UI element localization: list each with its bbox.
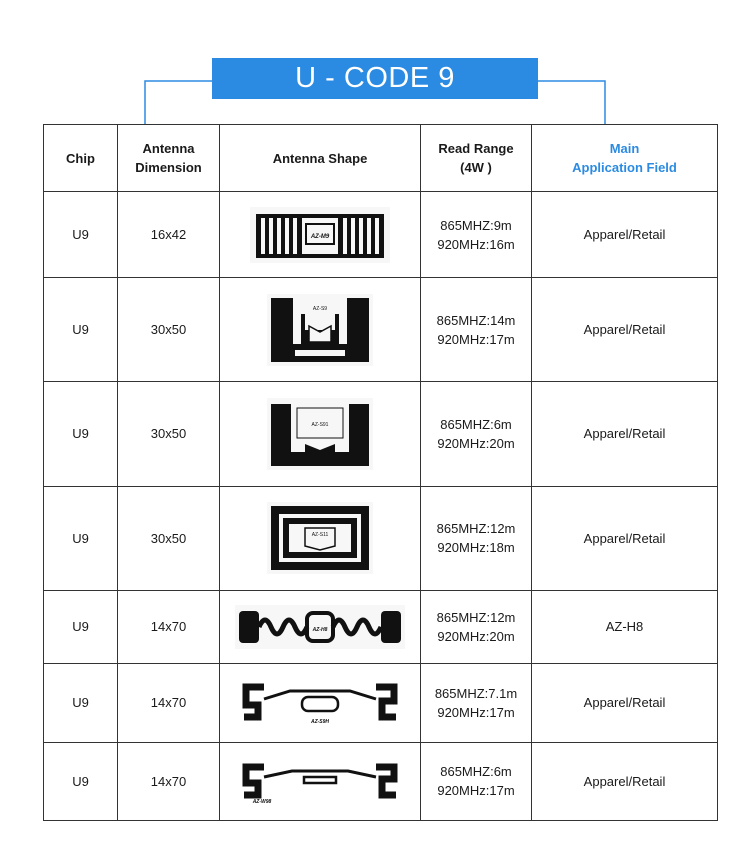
- cell-chip: U9: [43, 381, 118, 487]
- page-title: U - CODE 9: [212, 58, 538, 99]
- table-row: U9 14x70 AZ-H8 865MHZ:12m 920MHz:20m AZ-…: [43, 589, 718, 665]
- cell-shape: AZ-S9: [219, 277, 421, 383]
- cell-dimension: 30x50: [117, 381, 220, 487]
- cell-shape: AZ-S91: [219, 381, 421, 487]
- meander-loop-tag-image: AZ-H8: [235, 604, 405, 649]
- cell-shape: AZ-M9: [219, 190, 421, 279]
- cell-dimension: 14x70: [117, 589, 220, 665]
- range-920: 920MHz:18m: [437, 540, 515, 556]
- tag-label: AZ-W98: [252, 799, 272, 805]
- header-shape: Antenna Shape: [219, 124, 421, 192]
- range-920: 920MHz:17m: [437, 783, 515, 799]
- cell-application: Apparel/Retail: [531, 190, 718, 279]
- range-920: 920MHz:17m: [437, 704, 515, 720]
- frame-loop-tag-image: AZ-S11: [267, 502, 373, 575]
- cell-shape: AZ-W98: [219, 741, 421, 821]
- header-application: Main Application Field: [531, 124, 718, 192]
- cell-application: AZ-H8: [531, 589, 718, 665]
- range-865: 865MHZ:7.1m: [434, 685, 518, 701]
- tag-label: AZ-S91: [312, 422, 329, 428]
- cell-dimension: 16x42: [117, 190, 220, 279]
- range-865: 865MHZ:6m: [440, 416, 512, 432]
- title-connector-lines: [144, 80, 606, 124]
- header-chip: Chip: [43, 124, 118, 192]
- tag-label: AZ-H8: [312, 627, 328, 633]
- cell-chip: U9: [43, 485, 118, 591]
- range-865: 865MHZ:6m: [440, 764, 512, 780]
- range-920: 920MHz:20m: [437, 628, 515, 644]
- cell-dimension: 14x70: [117, 741, 220, 821]
- cell-application: Apparel/Retail: [531, 277, 718, 383]
- cell-application: Apparel/Retail: [531, 741, 718, 821]
- range-920: 920MHz:16m: [437, 236, 515, 252]
- cell-range: 865MHZ:6m 920MHz:17m: [420, 741, 532, 821]
- range-865: 865MHZ:14m: [436, 312, 516, 328]
- s-dipole-tag-image: AZ-W98: [242, 763, 398, 805]
- tag-label: AZ-S9: [313, 306, 327, 312]
- cell-application: Apparel/Retail: [531, 485, 718, 591]
- cell-application: Apparel/Retail: [531, 663, 718, 743]
- range-920: 920MHz:20m: [437, 435, 515, 451]
- cell-range: 865MHZ:9m 920MHz:16m: [420, 190, 532, 279]
- tag-label: AZ-M9: [310, 234, 330, 240]
- cell-chip: U9: [43, 190, 118, 279]
- cell-chip: U9: [43, 741, 118, 821]
- range-920: 920MHz:17m: [437, 331, 515, 347]
- cell-shape: AZ-S11: [219, 485, 421, 591]
- table-row: U9 16x42 AZ-M9: [43, 190, 718, 279]
- cell-range: 865MHZ:6m 920MHz:20m: [420, 381, 532, 487]
- cell-shape: AZ-S9H: [219, 663, 421, 743]
- cell-dimension: 14x70: [117, 663, 220, 743]
- solid-u-tag-image: AZ-S91: [267, 397, 373, 470]
- cell-range: 865MHZ:14m 920MHz:17m: [420, 277, 532, 383]
- s-dipole-tag-image: AZ-S9H: [242, 683, 398, 725]
- table-row: U9 30x50 AZ-S9 865MHZ:14m 920MHz:17m App…: [43, 277, 718, 383]
- spec-table: Chip Antenna Dimension Antenna Shape Rea…: [43, 124, 718, 821]
- table-row: U9 14x70 AZ-S9H 865MHZ:7.1m 920MHz:17m A…: [43, 663, 718, 743]
- table-row: U9 14x70 AZ-W98 865MHZ:6m 920MHz:17m App…: [43, 741, 718, 821]
- wide-u-tag-image: AZ-S9: [267, 293, 373, 366]
- cell-range: 865MHZ:12m 920MHz:18m: [420, 485, 532, 591]
- header-range: Read Range (4W ): [420, 124, 532, 192]
- meander-strip-tag-image: AZ-M9: [250, 206, 390, 263]
- cell-range: 865MHZ:12m 920MHz:20m: [420, 589, 532, 665]
- cell-dimension: 30x50: [117, 485, 220, 591]
- tag-label: AZ-S11: [312, 532, 329, 538]
- range-865: 865MHZ:9m: [440, 217, 512, 233]
- tag-label: AZ-S9H: [310, 719, 329, 725]
- cell-dimension: 30x50: [117, 277, 220, 383]
- table-header-row: Chip Antenna Dimension Antenna Shape Rea…: [43, 124, 718, 192]
- cell-chip: U9: [43, 589, 118, 665]
- cell-chip: U9: [43, 277, 118, 383]
- cell-chip: U9: [43, 663, 118, 743]
- cell-shape: AZ-H8: [219, 589, 421, 665]
- range-865: 865MHZ:12m: [436, 521, 516, 537]
- range-865: 865MHZ:12m: [436, 609, 516, 625]
- header-dimension: Antenna Dimension: [117, 124, 220, 192]
- table-row: U9 30x50 AZ-S11 865MHZ:12m 920MHz:18m Ap…: [43, 485, 718, 591]
- cell-range: 865MHZ:7.1m 920MHz:17m: [420, 663, 532, 743]
- table-row: U9 30x50 AZ-S91 865MHZ:6m 920MHz:20m App…: [43, 381, 718, 487]
- cell-application: Apparel/Retail: [531, 381, 718, 487]
